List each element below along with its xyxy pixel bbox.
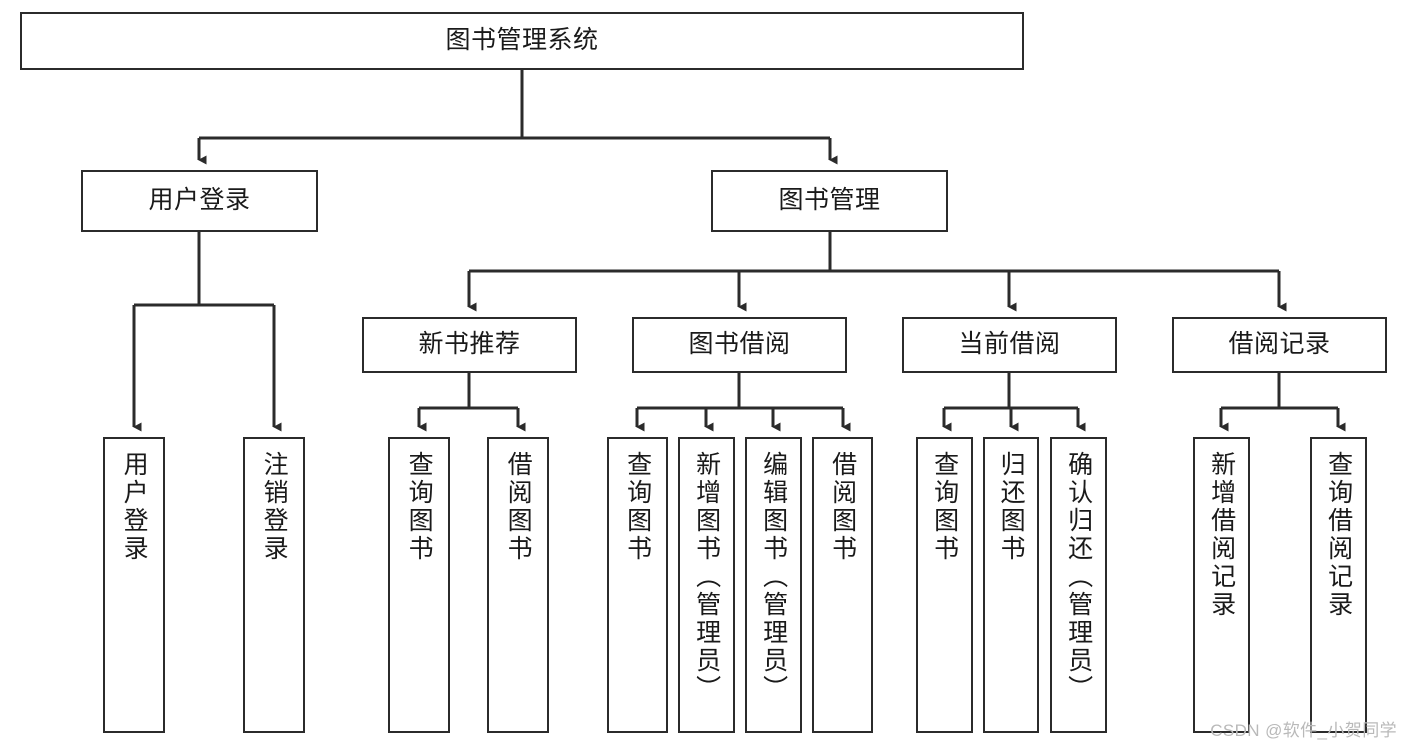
node-user-login-label: 用户登录 [148, 186, 251, 215]
node-leaf-query-book-current[interactable]: 查询图书 [916, 437, 973, 733]
node-leaf-borrow-book-recommend[interactable]: 借阅图书 [487, 437, 549, 733]
node-current-borrow-label: 当前借阅 [958, 330, 1061, 359]
node-leaf-logout-login-label: 注销登录 [260, 451, 289, 563]
node-leaf-borrow-book[interactable]: 借阅图书 [812, 437, 873, 733]
node-leaf-user-login-label: 用户登录 [120, 451, 149, 563]
node-leaf-confirm-return[interactable]: 确认归还（管理员） [1050, 437, 1107, 733]
node-leaf-borrow-book-recommend-label: 借阅图书 [504, 451, 533, 563]
node-leaf-query-book-recommend[interactable]: 查询图书 [388, 437, 450, 733]
node-root[interactable]: 图书管理系统 [20, 12, 1024, 70]
node-new-book-recommend-label: 新书推荐 [418, 330, 521, 359]
node-leaf-query-book-recommend-label: 查询图书 [405, 451, 434, 563]
node-borrow-record[interactable]: 借阅记录 [1172, 317, 1387, 373]
node-leaf-add-borrow-record[interactable]: 新增借阅记录 [1193, 437, 1250, 733]
node-leaf-borrow-book-label: 借阅图书 [828, 451, 857, 563]
node-book-borrow-label: 图书借阅 [688, 330, 791, 359]
node-leaf-query-borrow-record[interactable]: 查询借阅记录 [1310, 437, 1367, 733]
node-leaf-query-book-current-label: 查询图书 [930, 451, 959, 563]
node-leaf-return-book-label: 归还图书 [997, 451, 1026, 563]
node-leaf-query-book-borrow[interactable]: 查询图书 [607, 437, 668, 733]
node-leaf-add-book-label: 新增图书（管理员） [692, 451, 721, 703]
node-leaf-edit-book-label: 编辑图书（管理员） [759, 451, 788, 703]
node-current-borrow[interactable]: 当前借阅 [902, 317, 1117, 373]
node-leaf-add-borrow-record-label: 新增借阅记录 [1207, 451, 1236, 619]
node-book-manage-label: 图书管理 [778, 186, 881, 215]
node-root-label: 图书管理系统 [445, 26, 599, 55]
node-leaf-add-book[interactable]: 新增图书（管理员） [678, 437, 735, 733]
node-leaf-user-login[interactable]: 用户登录 [103, 437, 165, 733]
node-new-book-recommend[interactable]: 新书推荐 [362, 317, 577, 373]
node-book-manage[interactable]: 图书管理 [711, 170, 948, 232]
node-user-login[interactable]: 用户登录 [81, 170, 318, 232]
node-leaf-logout-login[interactable]: 注销登录 [243, 437, 305, 733]
node-leaf-confirm-return-label: 确认归还（管理员） [1064, 451, 1093, 703]
connectors [132, 70, 1346, 432]
node-book-borrow[interactable]: 图书借阅 [632, 317, 847, 373]
node-leaf-edit-book[interactable]: 编辑图书（管理员） [745, 437, 802, 733]
node-borrow-record-label: 借阅记录 [1228, 330, 1331, 359]
node-leaf-return-book[interactable]: 归还图书 [983, 437, 1039, 733]
node-leaf-query-book-borrow-label: 查询图书 [623, 451, 652, 563]
node-leaf-query-borrow-record-label: 查询借阅记录 [1324, 451, 1353, 619]
